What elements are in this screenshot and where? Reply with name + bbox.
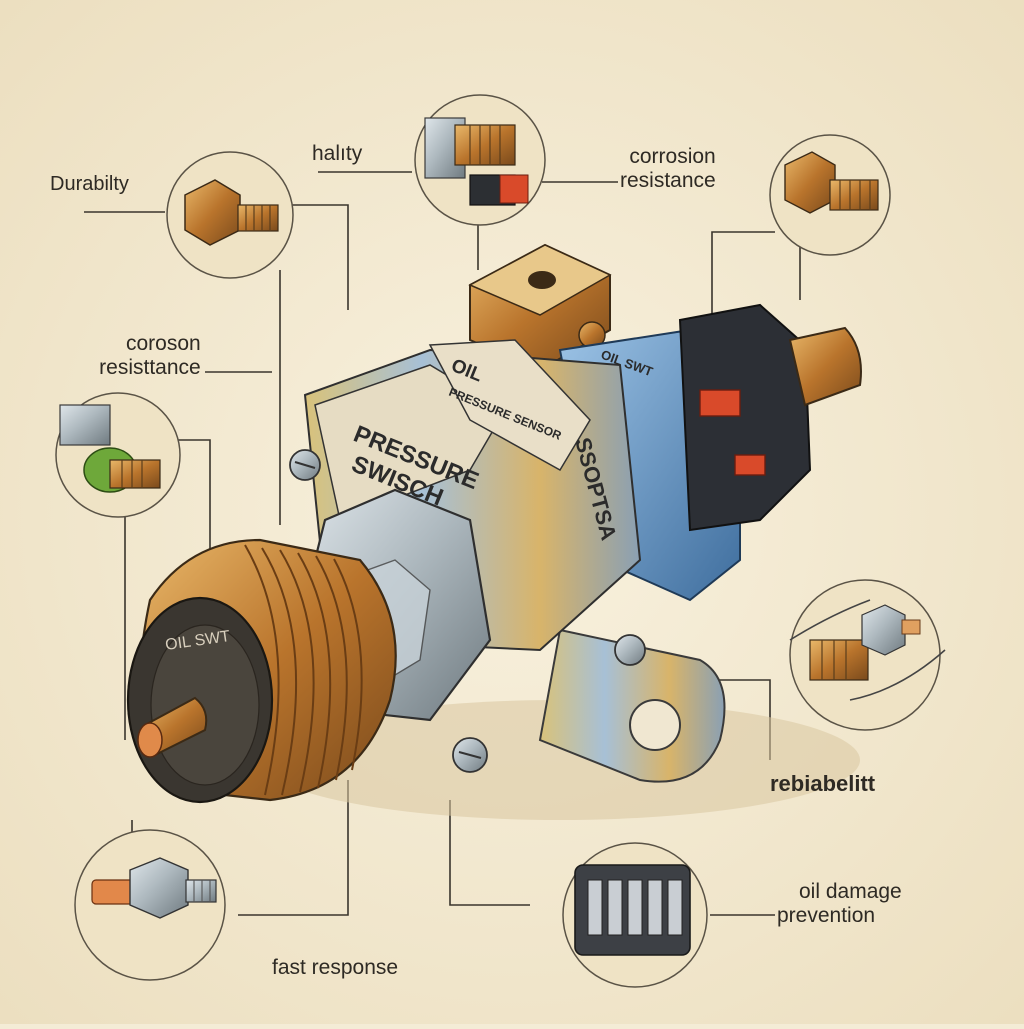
label-oil-damage-line2: prevention [777,904,876,927]
rear-port [788,326,862,407]
label-corrosion-left-line1: coroson [126,332,201,355]
label-corrosion-top-line1: corrosion [629,145,716,168]
label-reliability: rebiabelitt [770,771,876,796]
detail-circle-reliability [789,579,946,731]
pressure-switch-body: PRESSURE SWISCH OIL PRESSURE SENSOR SSOP… [126,243,862,820]
rear-cap [678,303,812,532]
detail-circle-corrosion-left [55,392,181,518]
label-corrosion-top-line2: resistance [620,169,716,192]
oil-pressure-band [428,339,591,472]
detail-circle-durability [166,151,294,279]
detail-circle-hality [414,94,546,226]
mounting-bracket [538,628,726,783]
pressure-switch-band [314,364,507,522]
bracket-hole [629,699,681,751]
detail-circle-corrosion-top [769,134,891,256]
label-durability: Durabilty [50,173,129,195]
label-oil-damage-line1: oil damage [799,880,902,903]
side-screw-bracket [614,634,646,666]
detail-circle-fast-response [74,829,226,981]
label-hality: halıty [312,142,363,165]
label-fast-response: fast response [272,956,399,979]
label-corrosion-left-line2: resisttance [99,356,201,379]
label-oil-damage-prevention: oil damage prevention [777,880,902,928]
label-corrosion-resistance-left: coroson resisttance [68,332,201,380]
detail-circle-oil-damage [562,842,708,988]
label-corrosion-resistance-top: corrosion resistance [572,145,716,193]
thread-lines [244,544,363,796]
red-ring [699,389,741,417]
